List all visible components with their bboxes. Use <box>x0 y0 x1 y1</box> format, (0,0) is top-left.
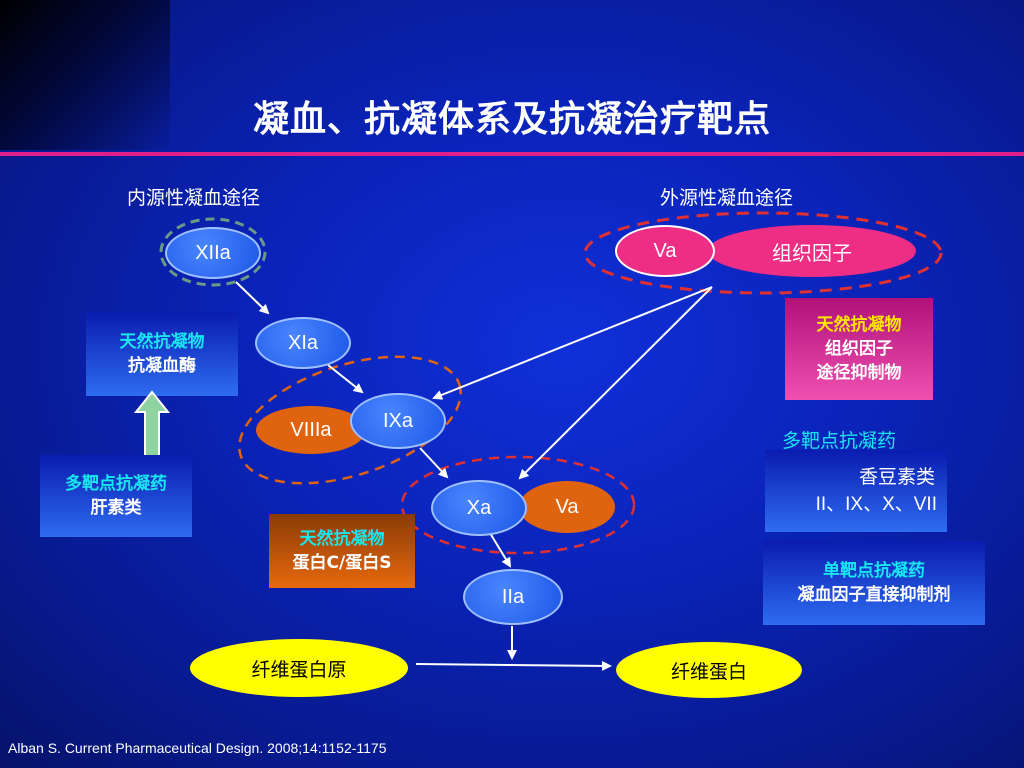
tfpi-box: 天然抗凝物 组织因子 途径抑制物 <box>785 298 933 400</box>
title-rule <box>0 152 1024 156</box>
antithrombin-box: 天然抗凝物 抗凝血酶 <box>86 312 238 396</box>
factor-va-extrinsic-node: Va <box>615 225 715 277</box>
protein-cs-category: 天然抗凝物 <box>299 529 385 549</box>
intrinsic-pathway-label: 内源性凝血途径 <box>127 187 261 209</box>
source-citation: Alban S. Current Pharmaceutical Design. … <box>8 740 387 756</box>
arrow-extrinsic-xa <box>518 286 713 480</box>
coumarin-box: 香豆素类 II、IX、X、VII <box>765 450 947 532</box>
arrow-xa-iia <box>489 532 512 568</box>
arrow-ixa-xa <box>419 447 449 479</box>
extrinsic-pathway-label: 外源性凝血途径 <box>660 187 794 209</box>
protein-cs-box: 天然抗凝物 蛋白C/蛋白S <box>269 514 415 588</box>
coumarin-heading: 多靶点抗凝药 <box>782 430 897 452</box>
arrow-xia-ixa <box>327 364 364 394</box>
antithrombin-category: 天然抗凝物 <box>119 332 205 352</box>
factor-xia-node: XIa <box>255 317 351 369</box>
factor-viiia-node: VIIIa <box>256 406 366 454</box>
heparin-name: 肝素类 <box>90 498 142 518</box>
tissue-factor-node: 组织因子 <box>708 225 916 277</box>
direct-inhibitor-name: 凝血因子直接抑制剂 <box>797 585 951 605</box>
fibrinogen-node: 纤维蛋白原 <box>190 639 408 697</box>
prothrombinase-complex-ring <box>400 455 636 555</box>
factor-ixa-node: IXa <box>350 393 446 449</box>
arrow-xiia-xia <box>235 281 270 315</box>
factor-xiia-node: XIIa <box>165 227 261 279</box>
coumarin-targets: II、IX、X、VII <box>815 494 937 515</box>
factor-iia-node: IIa <box>463 569 563 625</box>
xiia-dashed-ring <box>159 217 267 287</box>
page-title: 凝血、抗凝体系及抗凝治疗靶点 <box>252 99 771 140</box>
heparin-box: 多靶点抗凝药 肝素类 <box>40 455 192 537</box>
coumarin-name: 香豆素类 <box>858 466 935 488</box>
up-arrow-icon <box>134 390 170 457</box>
direct-inhibitor-box: 单靶点抗凝药 凝血因子直接抑制剂 <box>763 541 985 625</box>
tfpi-category: 天然抗凝物 <box>816 315 902 335</box>
factor-va-node: Va <box>519 481 615 533</box>
arrow-extrinsic-ixa <box>432 286 713 400</box>
tfpi-name-line2: 途径抑制物 <box>816 363 902 383</box>
direct-inhibitor-category: 单靶点抗凝药 <box>823 561 925 581</box>
tenase-complex-ring <box>238 355 462 485</box>
extrinsic-complex-ring <box>583 211 943 295</box>
heparin-category: 多靶点抗凝药 <box>65 474 167 494</box>
corner-shadow <box>0 0 170 150</box>
arrow-fibrinogen-fibrin <box>415 660 612 671</box>
fibrin-node: 纤维蛋白 <box>616 642 802 698</box>
factor-xa-node: Xa <box>431 480 527 536</box>
tfpi-name-line1: 组织因子 <box>825 339 893 359</box>
antithrombin-name: 抗凝血酶 <box>128 356 196 376</box>
protein-cs-name: 蛋白C/蛋白S <box>292 553 392 573</box>
